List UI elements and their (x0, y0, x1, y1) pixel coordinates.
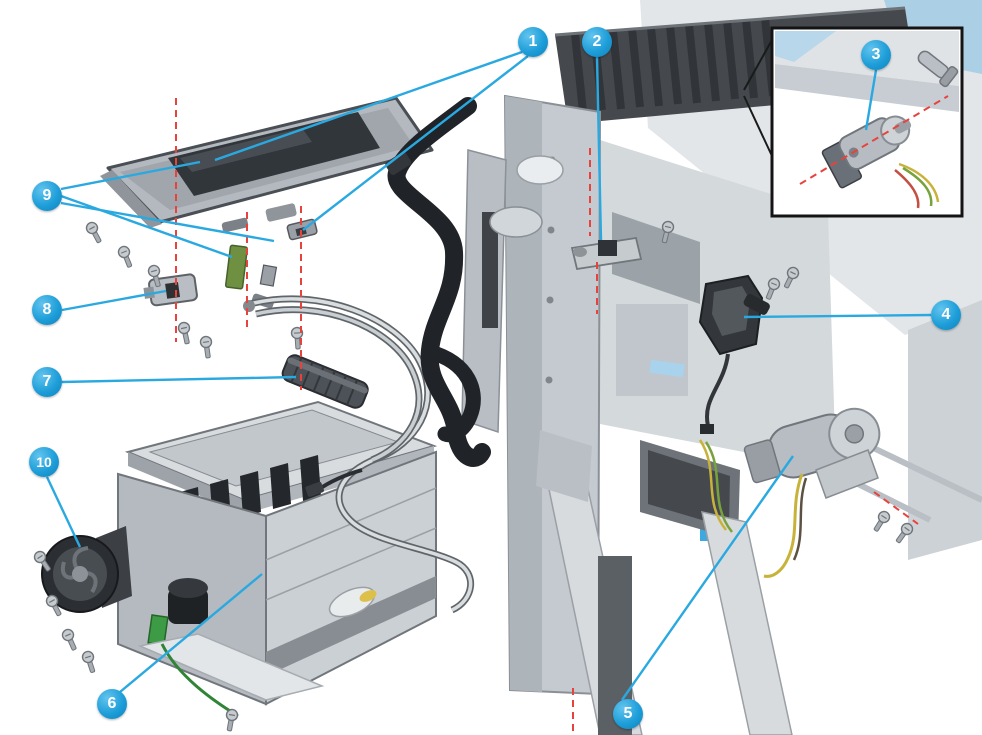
callout-badge-9: 9 (32, 181, 62, 211)
cutter-engage-assembly (698, 274, 770, 434)
leader-line-4 (743, 313, 932, 319)
inset-screw (917, 50, 959, 88)
callout-badge-2: 2 (582, 27, 612, 57)
callout-badge-8: 8 (32, 295, 62, 325)
window-cover-assembly (100, 96, 434, 233)
callout-badge-5: 5 (613, 699, 643, 729)
callout-badge-4: 4 (931, 300, 961, 330)
leader-line-8 (61, 289, 167, 312)
carriage-assembly (96, 400, 438, 706)
leader-line-2 (595, 56, 603, 241)
callout-badge-7: 7 (32, 367, 62, 397)
callout-badge-1: 1 (518, 27, 548, 57)
leader-line-9a (60, 160, 201, 191)
leader-line-6 (119, 573, 263, 693)
leader-line-1a (214, 50, 523, 162)
printer-chassis (461, 0, 982, 735)
leader-line-9b (60, 194, 233, 259)
inset-detail-box (743, 26, 964, 218)
cooling-fan (41, 535, 119, 613)
interconnect-sensor-part (821, 115, 912, 189)
line-sensor-bracket (143, 273, 198, 307)
small-sensor-parts (224, 218, 318, 309)
ink-supply-tubes (243, 97, 491, 614)
leader-line-10 (45, 476, 82, 548)
pinch-lift-sensor (570, 236, 643, 271)
alignment-dashed-lines (175, 95, 949, 735)
leader-line-3 (864, 69, 878, 131)
leader-line-7 (61, 375, 297, 384)
leader-line-9c (60, 201, 275, 243)
leader-lines (45, 50, 932, 701)
leader-line-5 (621, 455, 794, 701)
callout-badge-6: 6 (97, 689, 127, 719)
callout-badge-3: 3 (861, 40, 891, 70)
callout-badge-10: 10 (29, 447, 59, 477)
leader-line-1b (302, 55, 529, 231)
tube-cover-part (281, 354, 369, 409)
